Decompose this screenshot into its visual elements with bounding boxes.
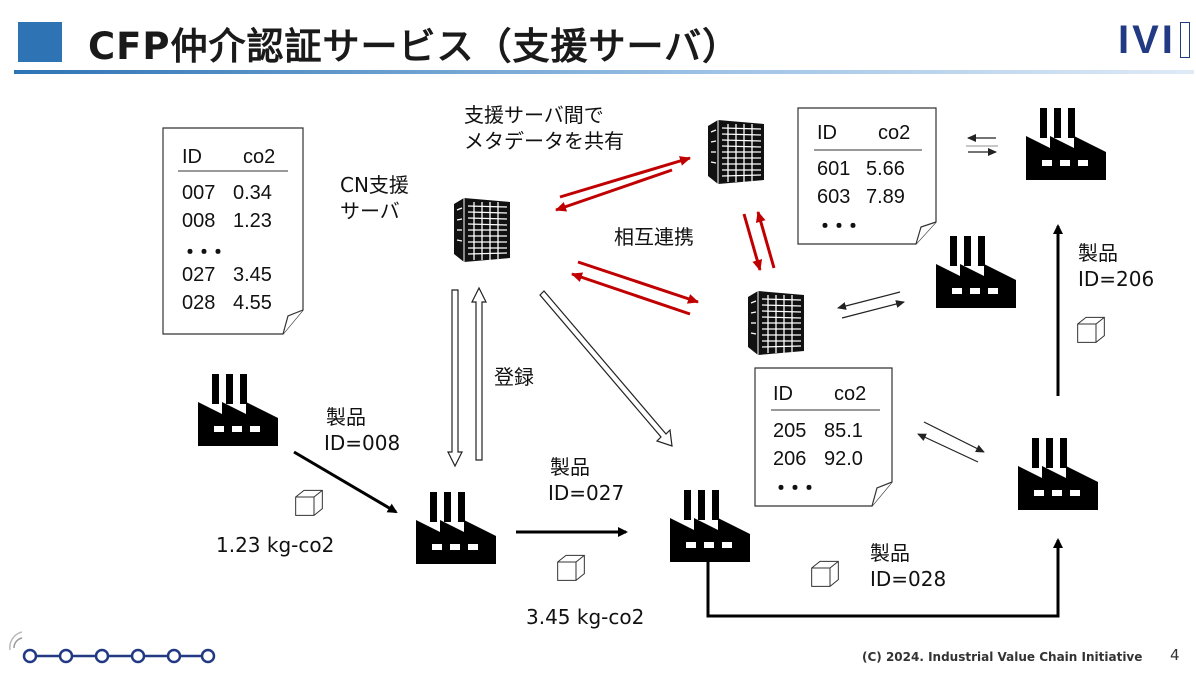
doc-mid-right-ellipsis: ・・・ (771, 478, 819, 500)
cn-support-server-label-line2: サーバ (340, 199, 400, 223)
doc-left-cell: 028 (182, 292, 216, 314)
doc-left-cell: 3.45 (233, 264, 272, 286)
product-027-label: 製品 (550, 455, 590, 479)
doc-mid-right-cell: 206 (773, 448, 807, 470)
ivi-logo: IVI (1118, 18, 1176, 62)
doc-left-header-id: ID (182, 146, 202, 168)
copyright-notice: (C) 2024. Industrial Value Chain Initiat… (862, 650, 1143, 664)
doc-mid-right-header-co2: co2 (834, 383, 867, 405)
doc-mid-right-cell: 205 (773, 420, 807, 442)
red-sync-arrows (555, 156, 776, 316)
doc-left-cell: 007 (182, 182, 216, 204)
doc-left-cell: 4.55 (233, 292, 272, 314)
logo-bar (1180, 22, 1190, 58)
co2-table-doc-mid-right (754, 367, 893, 507)
doc-left-header-co2: co2 (243, 146, 276, 168)
product-box-icon (557, 554, 585, 581)
diagonal-register-arrow (539, 290, 673, 447)
factory-center-icon (670, 490, 750, 562)
support-server-top-building-icon (707, 119, 765, 184)
cn-support-server-building-icon (453, 197, 511, 262)
product-027-id: ID=027 (548, 481, 625, 505)
doc-top-right-cell: 5.66 (866, 158, 905, 180)
doc-mid-right-header-id: ID (773, 383, 793, 405)
doc-mid-right-cell: 92.0 (824, 448, 863, 470)
mutual-link-label: 相互連携 (614, 225, 694, 249)
doc-top-right-header-id: ID (817, 122, 837, 144)
cn-support-server-label: CN支援 (340, 173, 409, 197)
co2-amount-345: 3.45 kg-co2 (526, 605, 645, 629)
doc-left-cell: 027 (182, 264, 216, 286)
supply-chain-arrows (293, 224, 1063, 618)
doc-top-right-cell: 601 (817, 158, 851, 180)
doc-top-right-cell: 603 (817, 186, 851, 208)
product-box-icon (1077, 316, 1105, 343)
data-exchange-arrows (837, 134, 998, 463)
product-box-icon (295, 489, 323, 516)
product-206-id: ID=206 (1078, 267, 1155, 291)
factory-top-right-icon (1026, 108, 1106, 180)
co2-table-doc-left (162, 127, 304, 335)
doc-left-cell: 0.34 (233, 182, 272, 204)
product-008-label: 製品 (326, 405, 366, 429)
doc-mid-right-cell: 85.1 (824, 420, 863, 442)
factory-027-icon (416, 492, 496, 564)
co2-table-doc-top-right (797, 107, 937, 245)
share-metadata-label: 支援サーバ間で (464, 103, 604, 127)
doc-left-cell: 008 (182, 210, 216, 232)
product-008-id: ID=008 (324, 431, 401, 455)
product-206-label: 製品 (1078, 241, 1118, 265)
page-title: CFP仲介認証サービス（支援サーバ） (88, 25, 741, 68)
doc-left-ellipsis: ・・・ (180, 242, 228, 264)
product-028-label: 製品 (870, 541, 910, 565)
doc-top-right-header-co2: co2 (878, 122, 911, 144)
doc-left-cell: 1.23 (233, 210, 272, 232)
co2-amount-123: 1.23 kg-co2 (216, 533, 335, 557)
factory-bottom-right-icon (1018, 438, 1098, 510)
product-box-icon (811, 560, 839, 587)
support-server-mid-building-icon (747, 290, 805, 355)
product-028-id: ID=028 (870, 567, 947, 591)
page-number: 4 (1170, 646, 1180, 664)
register-label: 登録 (494, 365, 534, 389)
factory-008-icon (198, 374, 278, 446)
register-arrows (447, 286, 487, 468)
footer-chain-decoration (9, 631, 216, 664)
doc-top-right-ellipsis: ・・・ (815, 216, 863, 238)
factory-mid-right-icon (936, 236, 1016, 308)
doc-top-right-cell: 7.89 (866, 186, 905, 208)
title-accent-square (18, 22, 62, 62)
share-metadata-label-line2: メタデータを共有 (464, 129, 624, 153)
header-divider (14, 70, 1194, 74)
